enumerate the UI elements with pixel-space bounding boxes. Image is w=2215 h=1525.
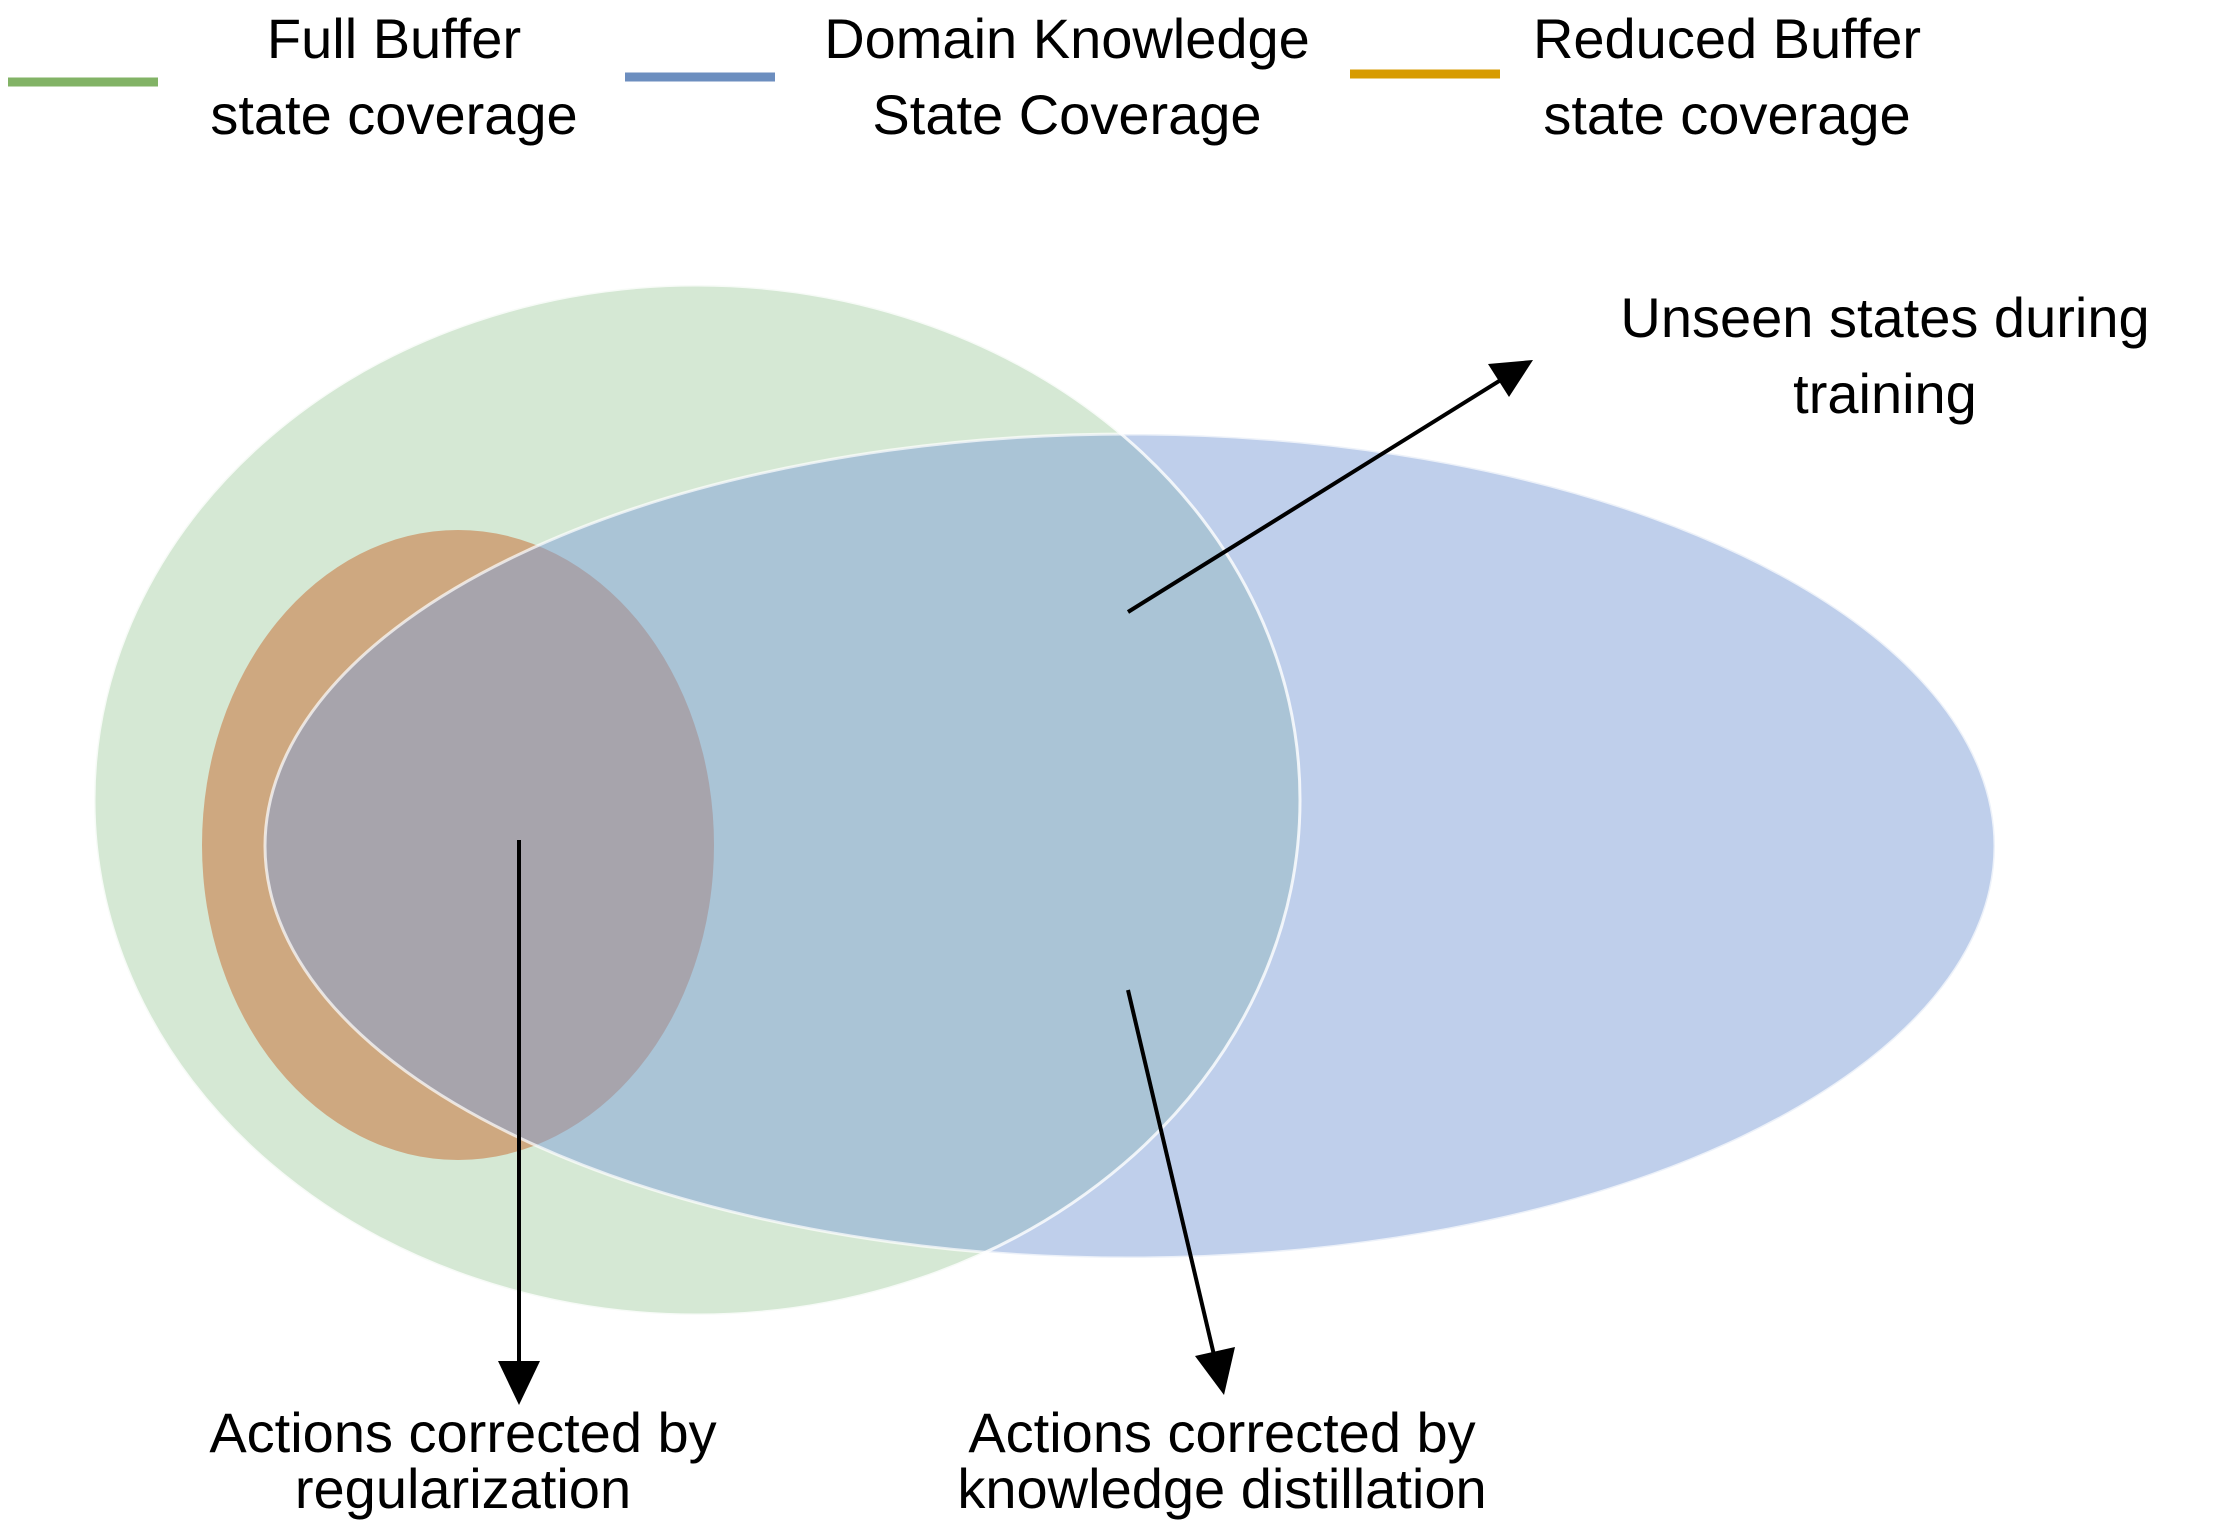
legend-label-domain-knowledge-line1: Domain Knowledge [824, 7, 1310, 70]
label-unseen-states-line2: training [1793, 362, 1977, 425]
domain-knowledge-region [263, 432, 1997, 1260]
legend-item-reduced-buffer: Reduced Buffer state coverage [1350, 7, 1921, 146]
arrow-regularization [498, 840, 540, 1405]
arrowhead-distillation [1195, 1347, 1235, 1395]
legend-label-full-buffer-line1: Full Buffer [267, 7, 521, 70]
legend-label-full-buffer-line2: state coverage [210, 83, 577, 146]
legend-label-reduced-buffer-line2: state coverage [1543, 83, 1910, 146]
annotation-arrows [498, 360, 1533, 1405]
legend-item-full-buffer: Full Buffer state coverage [8, 7, 578, 146]
label-unseen-states-line1: Unseen states during [1620, 286, 2149, 349]
label-regularization-line2: regularization [295, 1457, 631, 1520]
label-distillation-line2: knowledge distillation [957, 1457, 1486, 1520]
arrowhead-regularization [498, 1361, 540, 1405]
full-buffer-outline [92, 283, 1302, 1317]
arrow-unseen-states [1126, 360, 1533, 614]
legend-label-reduced-buffer-line1: Reduced Buffer [1533, 7, 1921, 70]
label-regularization-line1: Actions corrected by [209, 1401, 716, 1464]
arrow-distillation [1126, 989, 1235, 1395]
coverage-regions [92, 283, 1997, 1317]
arrowhead-unseen-states [1488, 360, 1533, 397]
label-distillation-line1: Actions corrected by [968, 1401, 1475, 1464]
legend-label-domain-knowledge-line2: State Coverage [872, 83, 1261, 146]
legend-item-domain-knowledge: Domain Knowledge State Coverage [625, 7, 1310, 146]
legend: Full Buffer state coverage Domain Knowle… [8, 7, 1921, 146]
annotation-labels: Unseen states during training Actions co… [209, 286, 2149, 1520]
